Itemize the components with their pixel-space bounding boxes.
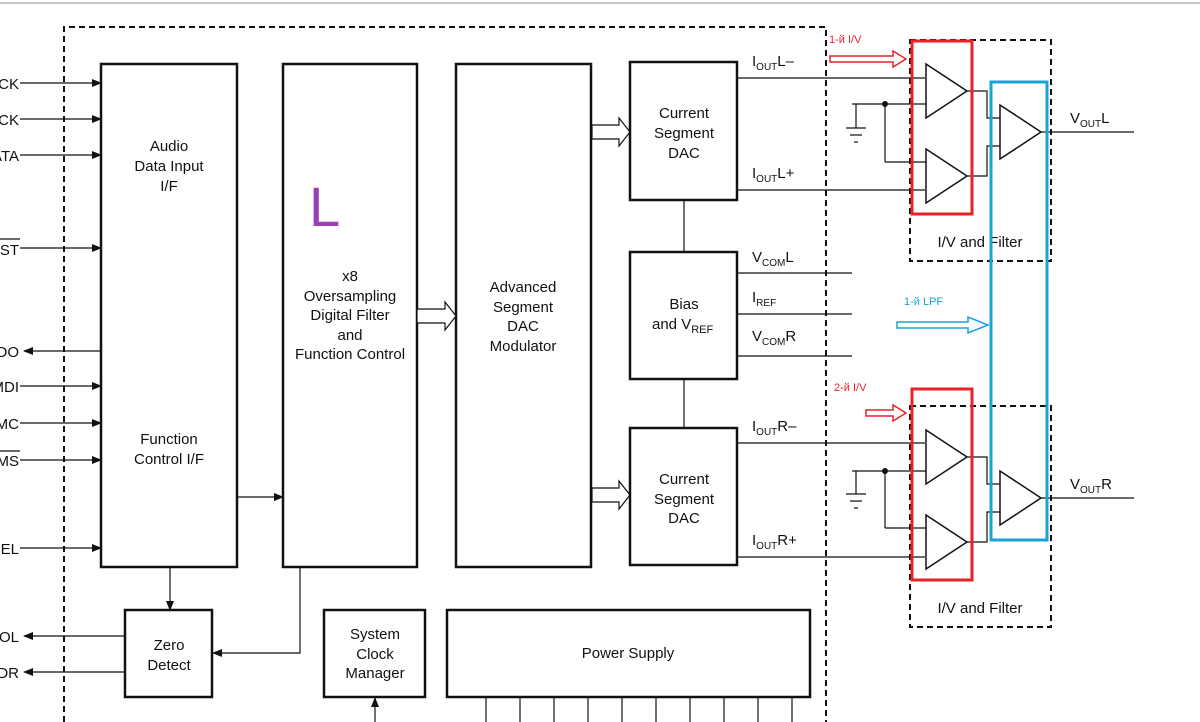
- svg-text:DAC: DAC: [668, 510, 700, 527]
- bias-label: Bias: [669, 296, 698, 313]
- second-iv-highlight: [910, 387, 974, 582]
- audio-if-label: Audio Data Input I/F: [134, 138, 204, 195]
- blue-arrow: [896, 315, 991, 335]
- iout-r-minus-label: IOUTR–: [752, 418, 797, 438]
- power-supply-label: Power Supply: [582, 645, 675, 662]
- left-pin-labels: CK CK ATA ST DO MDI MC MS EL OL DR: [0, 76, 19, 682]
- svg-text:Function: Function: [140, 431, 198, 448]
- vout-l-label: VOUTL: [1070, 110, 1109, 130]
- opamp-wiring-top: [846, 90, 1134, 177]
- left-pins: [20, 79, 125, 676]
- vout-r-label: VOUTR: [1070, 476, 1112, 496]
- svg-text:System: System: [350, 626, 400, 643]
- iv-filter-box-bottom: [909, 405, 1052, 628]
- clock-manager-label: System Clock Manager: [345, 626, 404, 682]
- zero-detect-block: [123, 608, 214, 699]
- svg-text:I/F: I/F: [160, 178, 178, 195]
- oversampling-label: x8 Oversampling Digital Filter and Funct…: [295, 268, 405, 363]
- junction-dot: [882, 468, 888, 474]
- first-iv-highlight: [910, 39, 974, 216]
- iout-l-minus-label: IOUTL–: [752, 53, 795, 73]
- svg-text:Modulator: Modulator: [490, 338, 557, 355]
- svg-text:Segment: Segment: [654, 491, 715, 508]
- svg-text:Digital Filter: Digital Filter: [310, 307, 389, 324]
- svg-text:Detect: Detect: [147, 657, 191, 674]
- iv-filter-label-top: I/V and Filter: [937, 234, 1022, 251]
- iout-l-plus-label: IOUTL+: [752, 165, 795, 185]
- pin-label: MDI: [0, 379, 19, 396]
- pin-label: ATA: [0, 148, 19, 165]
- pin-label: ST: [0, 242, 19, 259]
- pin-label: EL: [1, 541, 19, 558]
- svg-text:Segment: Segment: [654, 125, 715, 142]
- iout-r-plus-label: IOUTR+: [752, 532, 797, 552]
- red-arrows: [829, 49, 908, 423]
- svg-text:Current: Current: [659, 105, 710, 122]
- iv-filter-box-top: [909, 39, 1052, 262]
- dac-output-lines: [737, 77, 925, 558]
- svg-text:Current: Current: [659, 471, 710, 488]
- opamps-top: [925, 62, 1043, 205]
- pin-label: OL: [0, 629, 19, 646]
- chip-boundary: [63, 26, 827, 722]
- svg-text:Segment: Segment: [493, 299, 554, 316]
- first-iv-annotation: 1-й I/V: [829, 34, 862, 46]
- svg-text:x8: x8: [342, 268, 358, 285]
- svg-text:and: and: [337, 327, 362, 344]
- first-lpf-annotation: 1-й LPF: [904, 296, 943, 308]
- svg-text:Oversampling: Oversampling: [304, 288, 397, 305]
- purple-letter: L: [309, 175, 340, 238]
- interface-block: [99, 62, 239, 569]
- power-pins: [485, 697, 793, 722]
- iref-label: IREF: [752, 289, 776, 309]
- pin-label: MS: [0, 453, 19, 470]
- svg-text:Clock: Clock: [356, 646, 394, 663]
- svg-text:Zero: Zero: [154, 637, 185, 654]
- first-lpf-highlight: [989, 80, 1049, 542]
- vcom-r-label: VCOMR: [752, 328, 796, 348]
- dac-top-label: Current Segment DAC: [654, 105, 715, 162]
- svg-text:DAC: DAC: [668, 145, 700, 162]
- svg-text:Advanced: Advanced: [490, 279, 557, 296]
- svg-text:Control I/F: Control I/F: [134, 451, 204, 468]
- pin-label: CK: [0, 76, 19, 93]
- svg-text:Data Input: Data Input: [134, 158, 204, 175]
- connector: [212, 567, 301, 657]
- opamp-wiring-bottom: [846, 456, 1134, 543]
- zero-detect-label: Zero Detect: [147, 637, 191, 674]
- function-if-label: Function Control I/F: [134, 431, 204, 468]
- bias-vref-label: and VREF: [652, 316, 713, 336]
- junction-dot: [882, 101, 888, 107]
- pin-label: CK: [0, 112, 19, 129]
- pin-label: DO: [0, 344, 19, 361]
- second-iv-annotation: 2-й I/V: [834, 382, 867, 394]
- pin-label: DR: [0, 665, 19, 682]
- iv-filter-label-bottom: I/V and Filter: [937, 600, 1022, 617]
- svg-text:Function Control: Function Control: [295, 346, 405, 363]
- vcom-l-label: VCOML: [752, 249, 794, 269]
- bus-arrows: [416, 116, 631, 511]
- dac-bottom-label: Current Segment DAC: [654, 471, 715, 527]
- modulator-label: Advanced Segment DAC Modulator: [490, 279, 557, 355]
- power-supply-block: [445, 608, 812, 699]
- svg-text:Audio: Audio: [150, 138, 188, 155]
- opamps-bottom: [925, 428, 1043, 571]
- pin-label: MC: [0, 416, 19, 433]
- svg-text:Manager: Manager: [345, 665, 404, 682]
- svg-text:DAC: DAC: [507, 318, 539, 335]
